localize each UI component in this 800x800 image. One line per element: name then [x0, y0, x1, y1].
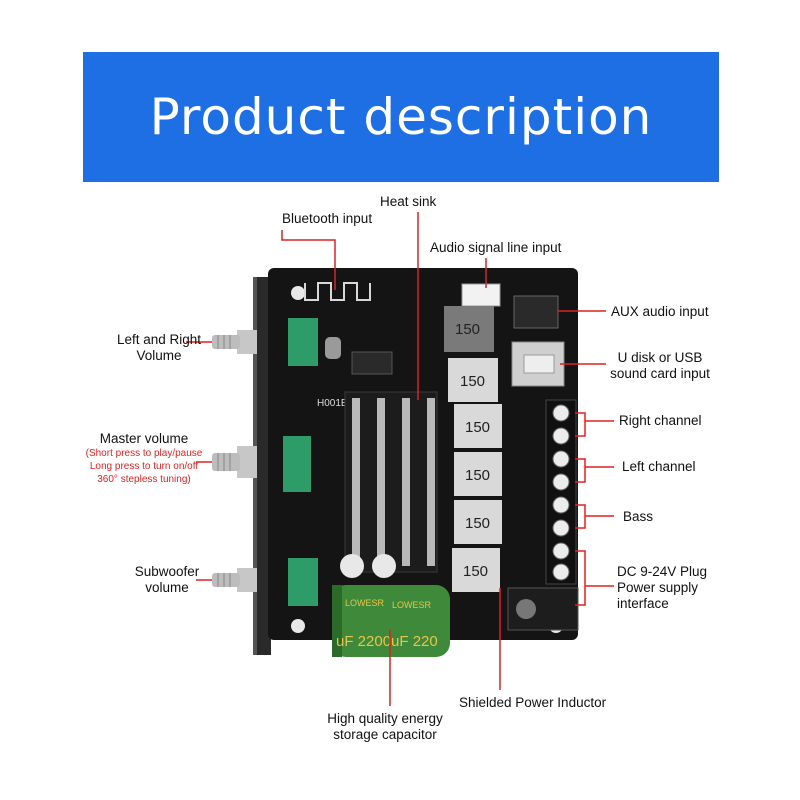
- label-left-channel: Left channel: [622, 459, 696, 474]
- label-heat-sink: Heat sink: [380, 194, 437, 209]
- label-dc-line3: interface: [617, 596, 669, 611]
- inductor-code: 150: [465, 419, 490, 436]
- label-usb-line2: sound card input: [610, 366, 710, 381]
- small-capacitor: [340, 554, 364, 578]
- energy-capacitor: LOWESR LOWESR uF 2200uF 220: [332, 585, 450, 657]
- knob-left-right: [212, 330, 257, 354]
- label-usb-line1: U disk or USB: [617, 350, 703, 365]
- capacitor-brand: LOWESR: [345, 598, 385, 608]
- page-title: Product description: [149, 88, 653, 146]
- label-left-right-volume: Left and Right Volume: [106, 332, 212, 364]
- header-banner: Product description: [83, 52, 719, 182]
- pcb-code: H001E: [317, 398, 348, 409]
- label-audio-signal-line-input: Audio signal line input: [430, 240, 562, 255]
- label-master-note-1: (Short press to play/pause: [85, 448, 203, 459]
- label-shielded-power-inductor: Shielded Power Inductor: [459, 695, 607, 710]
- aux-jack: [513, 295, 559, 329]
- label-lr-line2: Volume: [136, 348, 182, 363]
- callout-lines: [186, 212, 614, 706]
- pot-master-volume: [283, 436, 311, 492]
- label-lr-line1: Left and Right: [116, 332, 202, 347]
- label-cap-line2: storage capacitor: [333, 727, 437, 742]
- label-bass: Bass: [623, 509, 654, 524]
- main-ic: [351, 351, 393, 375]
- inductor-code: 150: [455, 321, 480, 338]
- audio-line-connector: [461, 283, 501, 307]
- inductor-code: 150: [460, 373, 485, 390]
- pot-left-right-volume: [288, 318, 318, 366]
- label-aux-audio-input: AUX audio input: [611, 304, 709, 319]
- terminal-block: [545, 399, 577, 585]
- label-dc-power: DC 9-24V Plug Power supply interface: [617, 564, 707, 612]
- crystal: [325, 337, 341, 359]
- capacitor-value: uF 2200uF 220: [336, 633, 438, 650]
- label-dc-line1: DC 9-24V Plug: [617, 564, 708, 579]
- label-master-note-2: Long press to turn on/off: [89, 461, 199, 472]
- label-master-title: Master volume: [99, 431, 189, 446]
- label-dc-line2: Power supply: [617, 580, 699, 595]
- label-right-channel: Right channel: [619, 413, 702, 428]
- inductor-code: 150: [465, 515, 490, 532]
- inductor-code: 150: [463, 563, 488, 580]
- knob-master: [212, 446, 257, 478]
- mounting-hole: [291, 619, 305, 633]
- inductors: 150 150 150 150 150 150: [444, 306, 502, 592]
- knob-subwoofer: [212, 568, 257, 592]
- bluetooth-antenna: [304, 282, 371, 301]
- pot-subwoofer-volume: [288, 558, 318, 606]
- dc-jack-socket: [516, 599, 536, 619]
- capacitor-brand: LOWESR: [392, 600, 432, 610]
- label-bluetooth-input: Bluetooth input: [282, 211, 373, 226]
- label-sub-line2: volume: [145, 580, 189, 595]
- label-sub-line1: Subwoofer: [134, 564, 200, 579]
- label-energy-capacitor: High quality energy storage capacitor: [310, 711, 460, 743]
- mounting-hole: [291, 286, 305, 300]
- small-capacitor: [372, 554, 396, 578]
- label-master-volume: Master volume (Short press to play/pause…: [84, 431, 204, 486]
- inductor-code: 150: [465, 467, 490, 484]
- label-subwoofer-volume: Subwoofer volume: [124, 564, 210, 596]
- label-usb-input: U disk or USB sound card input: [604, 350, 716, 382]
- label-cap-line1: High quality energy: [327, 711, 443, 726]
- usb-socket: [523, 354, 555, 374]
- heat-sink: [344, 391, 438, 573]
- label-master-note-3: 360° stepless tuning): [97, 474, 191, 485]
